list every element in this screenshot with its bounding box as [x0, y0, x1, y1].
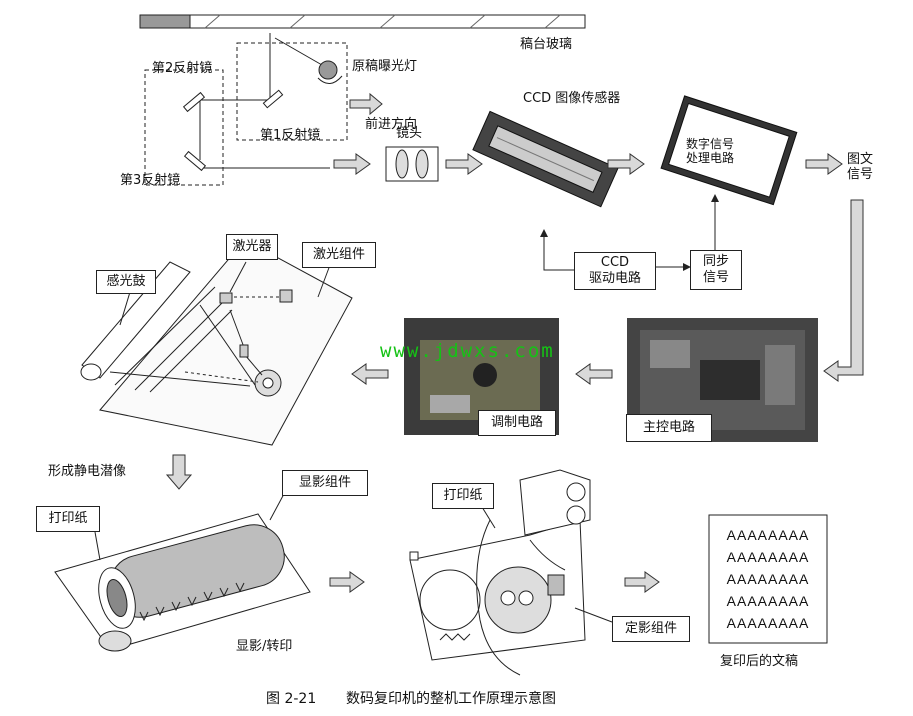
fuser-unit-drawing [409, 469, 591, 676]
photo-drum-label: 感光鼓 [96, 270, 156, 294]
develop-transfer-drawing [54, 513, 311, 652]
printing-paper-label-2: 打印纸 [432, 483, 494, 509]
photo-decoration [404, 318, 818, 442]
platen-glass-label: 稿台玻璃 [520, 37, 573, 52]
laser-assembly-drawing [80, 239, 353, 446]
copy-document: AAAAAAAA AAAAAAAA AAAAAAAA AAAAAAAA AAAA… [709, 524, 827, 634]
laser-assembly-label: 激光组件 [302, 242, 376, 268]
lens-assembly [385, 146, 439, 182]
modulation-circuit-label: 调制电路 [478, 410, 556, 436]
document-line: AAAAAAAA [726, 571, 810, 587]
forward-direction-label: 前进方向 [365, 117, 418, 132]
document-line: AAAAAAAA [726, 593, 810, 609]
watermark: www.jdwxs.com [380, 340, 555, 362]
figure-title: 数码复印机的整机工作原理示意图 [346, 691, 556, 707]
figure-number: 图 2-21 [266, 691, 317, 707]
exposure-lamp-label: 原稿曝光灯 [352, 59, 418, 74]
flow-arrows [165, 92, 864, 593]
document-line: AAAAAAAA [726, 527, 810, 543]
ccd-driver-box: CCD 驱动电路 [574, 252, 656, 290]
dsp-chip [660, 95, 798, 206]
laser-label: 激光器 [226, 234, 278, 260]
platen-glass [139, 14, 586, 29]
mirror1-label: 第1反射镜 [260, 128, 321, 143]
document-line: AAAAAAAA [726, 615, 810, 631]
callout-lines [94, 261, 613, 623]
image-signal-label: 图文 信号 [847, 152, 874, 182]
scanner-optics [144, 33, 348, 186]
copy-document-frame [708, 514, 828, 644]
dsp-circuit-label: 数字信号 处理电路 [686, 137, 735, 165]
ccd-sensor-label: CCD 图像传感器 [523, 91, 621, 106]
latent-image-label: 形成静电潜像 [48, 464, 127, 479]
printing-paper-label-1: 打印纸 [36, 506, 100, 532]
sync-signal-box: 同步 信号 [690, 250, 742, 290]
develop-transfer-label: 显影/转印 [236, 639, 293, 654]
fuser-assembly-label: 定影组件 [612, 616, 690, 642]
mirror2-label: 第2反射镜 [152, 61, 213, 76]
copy-document-label: 复印后的文稿 [720, 654, 799, 669]
driver-wiring [540, 194, 719, 271]
mirror3-label: 第3反射镜 [120, 173, 181, 188]
lens-label: 镜头 [396, 126, 423, 141]
ccd-chip [472, 110, 619, 208]
document-line: AAAAAAAA [726, 549, 810, 565]
developer-assembly-label: 显影组件 [282, 470, 368, 496]
main-control-label: 主控电路 [626, 414, 712, 442]
